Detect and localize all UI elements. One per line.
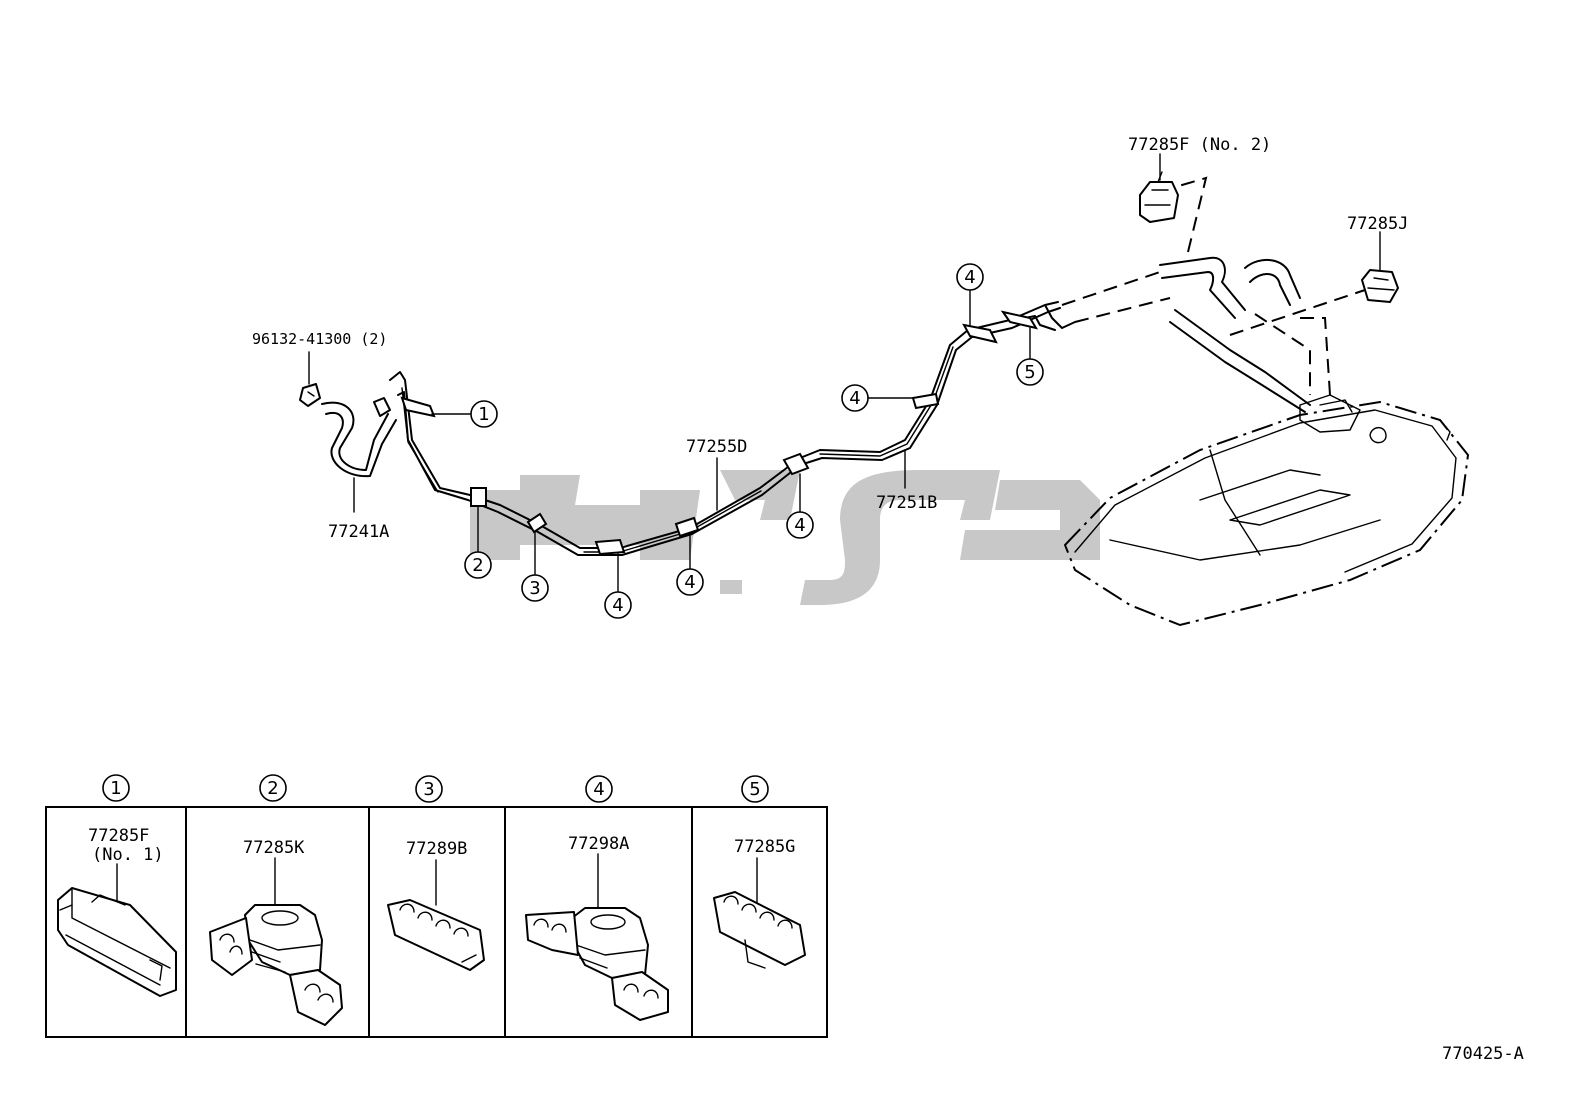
- hose-clip-part: [299, 383, 321, 407]
- legend-table: 1 2 3 4 5 77285F (No. 1) 77285K 77289B 7…: [45, 774, 828, 1038]
- tank-hoses: [1159, 256, 1311, 413]
- clamp-298a-illustration: [525, 907, 669, 1021]
- clamp-no2-part: [1139, 171, 1179, 223]
- clamp-ref-markers: 1 2 3 4 4 4 4 4 5: [464, 263, 1044, 619]
- figure-id: 770425-A: [1442, 1044, 1524, 1064]
- legend-part-number: 77298A: [568, 834, 629, 854]
- legend-part-number: 77285K: [243, 838, 305, 858]
- clamp-ref-marker: [841, 384, 869, 412]
- clamp-ref-marker: [604, 591, 632, 619]
- clamp-ref-label: 4: [849, 388, 860, 409]
- legend-ref-label: 4: [593, 779, 604, 800]
- clamp-ref-marker: [956, 263, 984, 291]
- clamp-ref-label: 1: [478, 404, 489, 425]
- legend-ref-label: 3: [423, 779, 434, 800]
- legend-ref-marker: [415, 775, 443, 803]
- clamp-ref-label: 3: [529, 578, 540, 599]
- clamp-ref-label: 4: [964, 267, 975, 288]
- legend-ref-label: 2: [267, 778, 278, 799]
- clamp-ref-label: 4: [684, 572, 695, 593]
- hose-part: [321, 397, 397, 478]
- fuel-tank: [1063, 394, 1470, 627]
- callout-clamp-j: 77285J: [1347, 214, 1408, 234]
- legend-part-number: 77285G: [734, 837, 795, 857]
- clamp-ref-marker: [470, 400, 498, 428]
- clamp-k-illustration: [209, 904, 343, 1026]
- callout-clamp-no2: 77285F (No. 2): [1128, 135, 1271, 155]
- legend-ref-label: 1: [110, 778, 121, 799]
- clamp-ref-label: 4: [794, 515, 805, 536]
- watermark-logo: [470, 470, 1100, 605]
- clamp-285g-illustration: [713, 891, 806, 969]
- clamp-ref-marker: [1016, 358, 1044, 386]
- clamp-ref-marker: [676, 568, 704, 596]
- clamp-ref-label: 2: [472, 555, 483, 576]
- legend-part-number: 77289B: [406, 839, 467, 859]
- clamp-ref-marker: [786, 511, 814, 539]
- tube-clamps: [400, 310, 1039, 556]
- legend-part-note: (No. 1): [92, 845, 164, 865]
- legend-ref-marker: [741, 775, 769, 803]
- clamp-j-part: [1361, 269, 1399, 303]
- callout-tube-b: 77251B: [876, 493, 937, 513]
- legend-ref-marker: [102, 774, 130, 802]
- callout-tube-d: 77255D: [686, 437, 747, 457]
- legend-ref-marker: [585, 775, 613, 803]
- legend-part-number: 77285F: [88, 826, 149, 846]
- clamp-289b-illustration: [387, 899, 485, 971]
- dashed-connections: [1061, 176, 1366, 396]
- clamp-ref-label: 5: [1024, 362, 1035, 383]
- clamp-ref-marker: [464, 551, 492, 579]
- callout-hose-clip: 96132-41300 (2): [252, 330, 387, 348]
- clamp-no1-illustration: [57, 887, 177, 997]
- clamp-ref-marker: [521, 574, 549, 602]
- clamp-ref-leaders: [431, 289, 1031, 593]
- legend-ref-label: 5: [749, 779, 760, 800]
- clamp-ref-label: 4: [612, 595, 623, 616]
- callout-hose: 77241A: [328, 522, 389, 542]
- legend-ref-marker: [259, 774, 287, 802]
